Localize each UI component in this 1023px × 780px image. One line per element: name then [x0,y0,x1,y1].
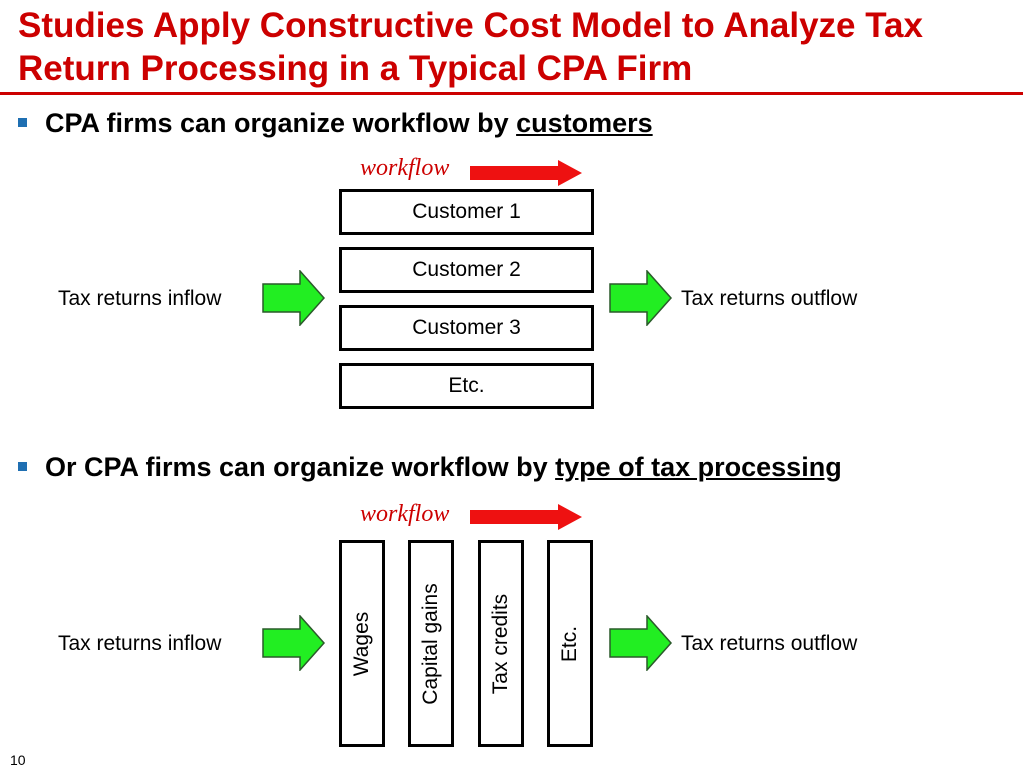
bullet-customers: CPA firms can organize workflow by custo… [18,108,653,139]
customer-box-2: Customer 2 [339,247,594,293]
workflow-arrow-icon [470,160,582,186]
category-label: Tax credits [489,593,512,694]
category-box-etc: Etc. [547,540,593,747]
category-label: Wages [350,611,373,676]
category-box-tax-credits: Tax credits [478,540,524,747]
bullet-text: CPA firms can organize workflow by [45,108,517,138]
workflow-label: workflow [360,501,450,527]
bullet-text: Or CPA firms can organize workflow by [45,452,556,482]
bullet-emphasis: customers [516,108,653,138]
inflow-label: Tax returns inflow [58,632,222,655]
outflow-label: Tax returns outflow [681,632,858,655]
category-label: Capital gains [419,582,442,705]
inflow-arrow-icon [262,615,326,671]
outflow-label: Tax returns outflow [681,287,858,310]
outflow-arrow-icon [609,615,673,671]
inflow-label: Tax returns inflow [58,287,222,310]
category-box-capital-gains: Capital gains [408,540,454,747]
bullet-square-icon [18,462,27,471]
customer-box-3: Customer 3 [339,305,594,351]
workflow-arrow-icon [470,504,582,530]
inflow-arrow-icon [262,270,326,326]
title-divider [0,92,1023,95]
customer-box-1: Customer 1 [339,189,594,235]
page-number: 10 [10,752,26,768]
customer-box-etc: Etc. [339,363,594,409]
bullet-square-icon [18,118,27,127]
bullet-tax-processing: Or CPA firms can organize workflow by ty… [18,452,842,483]
category-box-wages: Wages [339,540,385,747]
workflow-label: workflow [360,155,450,181]
slide-title: Studies Apply Constructive Cost Model to… [18,6,923,88]
category-label: Etc. [558,625,581,662]
outflow-arrow-icon [609,270,673,326]
bullet-emphasis: type of tax processing [555,452,842,482]
